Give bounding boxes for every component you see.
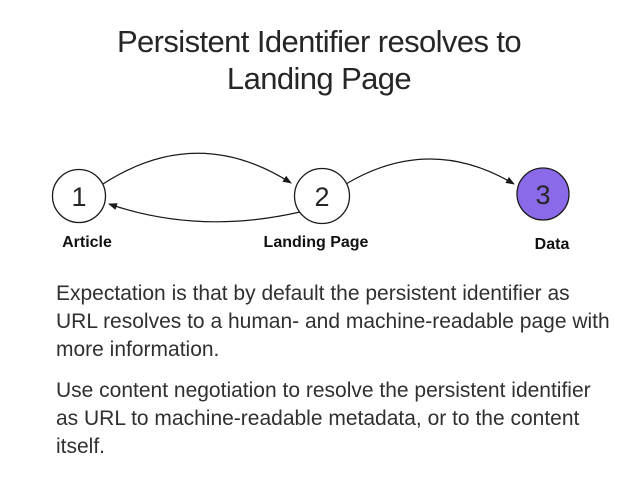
slide-title: Persistent Identifier resolves to Landin… (0, 23, 638, 97)
body-paragraph-2-line-3: itself. (56, 435, 106, 458)
arrow-article-to-landing-page (102, 152, 292, 185)
node-article-circle (51, 168, 107, 224)
arrow-landing-page-to-data (345, 158, 515, 185)
node-article-number: 1 (71, 182, 86, 212)
node-data-label: Data (534, 236, 570, 253)
body-paragraph-2-line-2: as URL to machine-readable metadata, or … (56, 407, 580, 430)
body-paragraph-1-line-2: URL resolves to a human- and machine-rea… (56, 310, 610, 333)
node-data-number: 3 (535, 180, 550, 210)
body-paragraph-1-line-1: Expectation is that by default the persi… (56, 282, 570, 305)
node-data-circle (516, 167, 570, 221)
body-paragraph-1: Expectation is that by default the persi… (56, 280, 616, 364)
slide-title-line-1: Persistent Identifier resolves to (116, 24, 522, 59)
slide-title-line-2: Landing Page (226, 61, 412, 96)
body-paragraph-1-line-3: more information. (56, 338, 220, 361)
node-landing-page-label: Landing Page (263, 234, 369, 251)
body-paragraph-2: Use content negotiation to resolve the p… (56, 377, 616, 461)
pid-flow-diagram: 1 2 3 (51, 152, 570, 225)
node-landing-page-number: 2 (314, 182, 329, 212)
node-article-label: Article (62, 234, 112, 251)
node-landing-page-circle (293, 167, 351, 225)
body-paragraph-2-line-1: Use content negotiation to resolve the p… (56, 379, 591, 402)
arrow-landing-page-to-article (108, 203, 301, 223)
